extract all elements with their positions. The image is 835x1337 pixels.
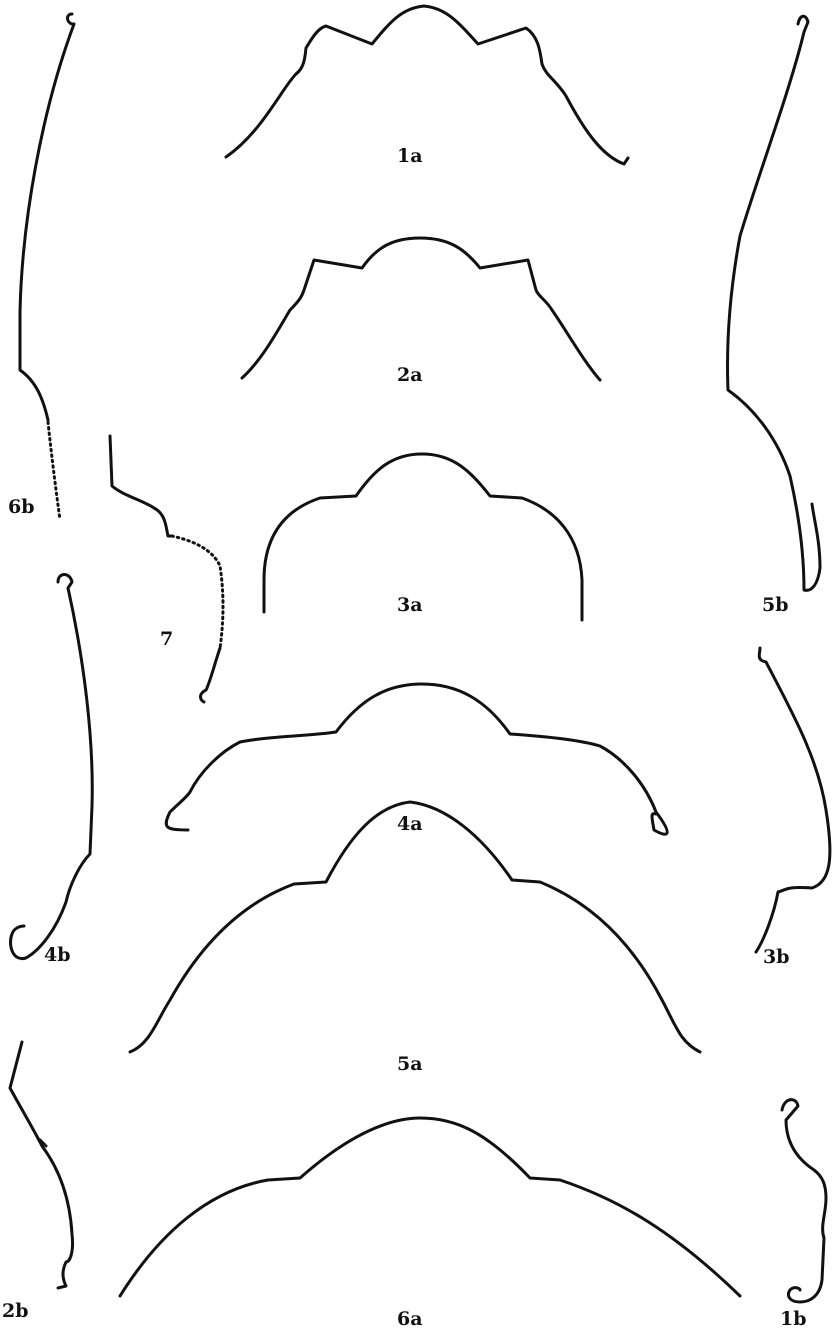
outline-1a [224,4,630,166]
label-1a: 1a [397,145,423,167]
outline-7 [108,434,174,538]
label-5a: 5a [397,1053,423,1075]
label-4b: 4b [44,944,71,966]
outline-6b [18,12,76,422]
outline-7-tail [199,646,222,704]
outline-7-dotted [170,534,225,650]
outline-2a [240,236,602,382]
outline-4a [164,682,669,836]
outline-2b [8,1040,74,1290]
outline-2b-tick [38,1138,48,1148]
label-6a: 6a [397,1308,423,1330]
outline-3a [262,452,584,622]
label-2b: 2b [2,1300,29,1322]
outline-1b [780,1098,828,1304]
label-3a: 3a [397,594,423,616]
outline-4b [9,573,94,961]
label-1b: 1b [780,1308,807,1330]
outline-3b [754,646,832,954]
label-2a: 2a [397,364,423,386]
outline-6b-dotted [46,420,62,522]
outline-5a [128,800,702,1054]
label-4a: 4a [397,813,423,835]
label-7: 7 [160,628,174,650]
label-3b: 3b [763,946,790,968]
label-5b: 5b [762,594,789,616]
label-6b: 6b [8,496,35,518]
outline-6a [118,1116,742,1298]
outline-5b [726,14,822,592]
